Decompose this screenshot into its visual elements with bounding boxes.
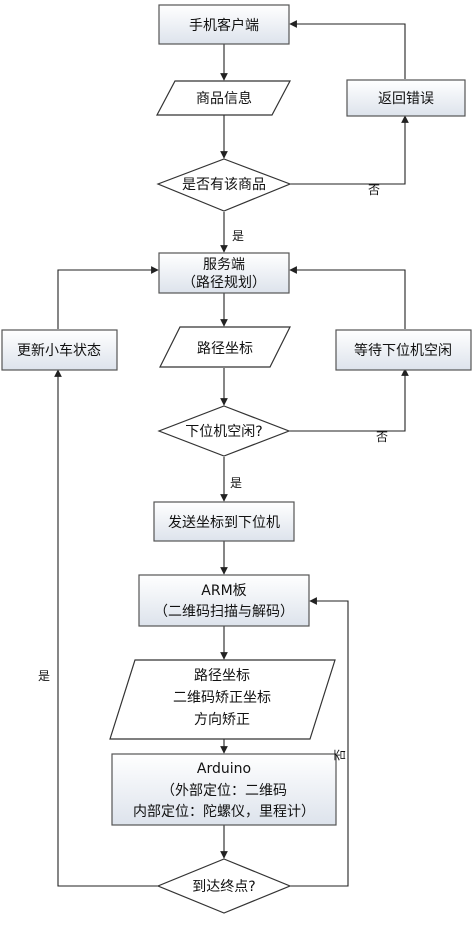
edge-labels: 否 是 否 是 是 否 xyxy=(38,183,388,761)
client-label: 手机客户端 xyxy=(189,17,259,34)
edge-update-to-server xyxy=(57,266,159,329)
node-has-product: 是否有该商品 xyxy=(156,158,292,212)
node-wait-idle: 等待下位机空闲 xyxy=(335,329,472,371)
server-label-line2: （路径规划） xyxy=(182,275,266,291)
send-coord-label: 发送坐标到下位机 xyxy=(168,515,280,531)
path-coord-label: 路径坐标 xyxy=(197,341,253,357)
server-box xyxy=(158,252,290,294)
path-info-shape xyxy=(109,659,336,740)
node-update-car: 更新小车状态 xyxy=(1,329,118,371)
update-car-label: 更新小车状态 xyxy=(17,342,101,359)
arduino-box xyxy=(111,753,337,826)
edge-label-yes-end: 是 xyxy=(38,669,50,683)
return-error-label: 返回错误 xyxy=(378,91,434,107)
has-product-label: 是否有该商品 xyxy=(182,177,266,193)
client-box xyxy=(158,4,290,45)
edge-label-no-idle: 否 xyxy=(376,430,388,444)
arm-label-line2: （二维码扫描与解码） xyxy=(154,604,294,620)
node-return-error: 返回错误 xyxy=(346,79,466,117)
arm-box xyxy=(138,574,310,627)
edge-error-to-client xyxy=(289,20,406,79)
arduino-label-line2: （外部定位：二维码 xyxy=(161,783,287,799)
reach-end-diamond xyxy=(156,858,292,914)
path-info-label-line1: 路径坐标 xyxy=(194,668,250,684)
lower-idle-label: 下位机空闲? xyxy=(185,424,262,440)
node-server: 服务端 （路径规划） xyxy=(158,252,290,294)
node-send-coord: 发送坐标到下位机 xyxy=(153,501,295,542)
node-product-info: 商品信息 xyxy=(156,80,291,116)
return-error-box xyxy=(346,79,466,117)
update-car-box xyxy=(1,329,118,371)
has-product-diamond xyxy=(156,158,292,212)
wait-idle-label: 等待下位机空闲 xyxy=(354,342,452,359)
product-info-label: 商品信息 xyxy=(196,90,252,107)
path-info-label-line2: 二维码矫正坐标 xyxy=(173,690,271,706)
edge-label-no-end: 否 xyxy=(333,749,347,761)
edge-no-product-to-error xyxy=(290,115,409,185)
arm-label-line1: ARM板 xyxy=(201,583,246,599)
edge-end-to-update xyxy=(54,369,160,887)
edge-not-idle-to-wait xyxy=(289,368,409,432)
edge-label-no-product: 否 xyxy=(368,183,380,197)
server-label-line1: 服务端 xyxy=(203,257,245,273)
node-arduino: Arduino （外部定位：二维码 内部定位：陀螺仪，里程计） xyxy=(111,753,337,826)
reach-end-label: 到达终点? xyxy=(192,879,255,895)
edge-label-yes-idle: 是 xyxy=(230,476,242,490)
edge-label-yes-product: 是 xyxy=(232,229,244,243)
path-info-label-line3: 方向矫正 xyxy=(194,712,250,728)
node-path-coord: 路径坐标 xyxy=(159,326,291,368)
wait-idle-box xyxy=(335,329,472,371)
arduino-label-line3: 内部定位：陀螺仪，里程计） xyxy=(133,804,315,820)
node-path-info: 路径坐标 二维码矫正坐标 方向矫正 xyxy=(109,659,336,740)
lower-idle-diamond xyxy=(157,405,291,457)
product-info-shape xyxy=(156,80,291,116)
edge-not-end-to-arm xyxy=(290,597,349,887)
path-coord-shape xyxy=(159,326,291,368)
send-coord-box xyxy=(153,501,295,542)
node-arm: ARM板 （二维码扫描与解码） xyxy=(138,574,310,627)
node-reach-end: 到达终点? xyxy=(156,858,292,914)
node-lower-idle: 下位机空闲? xyxy=(157,405,291,457)
connectors xyxy=(54,20,409,887)
node-client: 手机客户端 xyxy=(158,4,290,45)
edge-wait-to-server xyxy=(289,266,406,329)
arduino-label-line1: Arduino xyxy=(197,761,251,777)
